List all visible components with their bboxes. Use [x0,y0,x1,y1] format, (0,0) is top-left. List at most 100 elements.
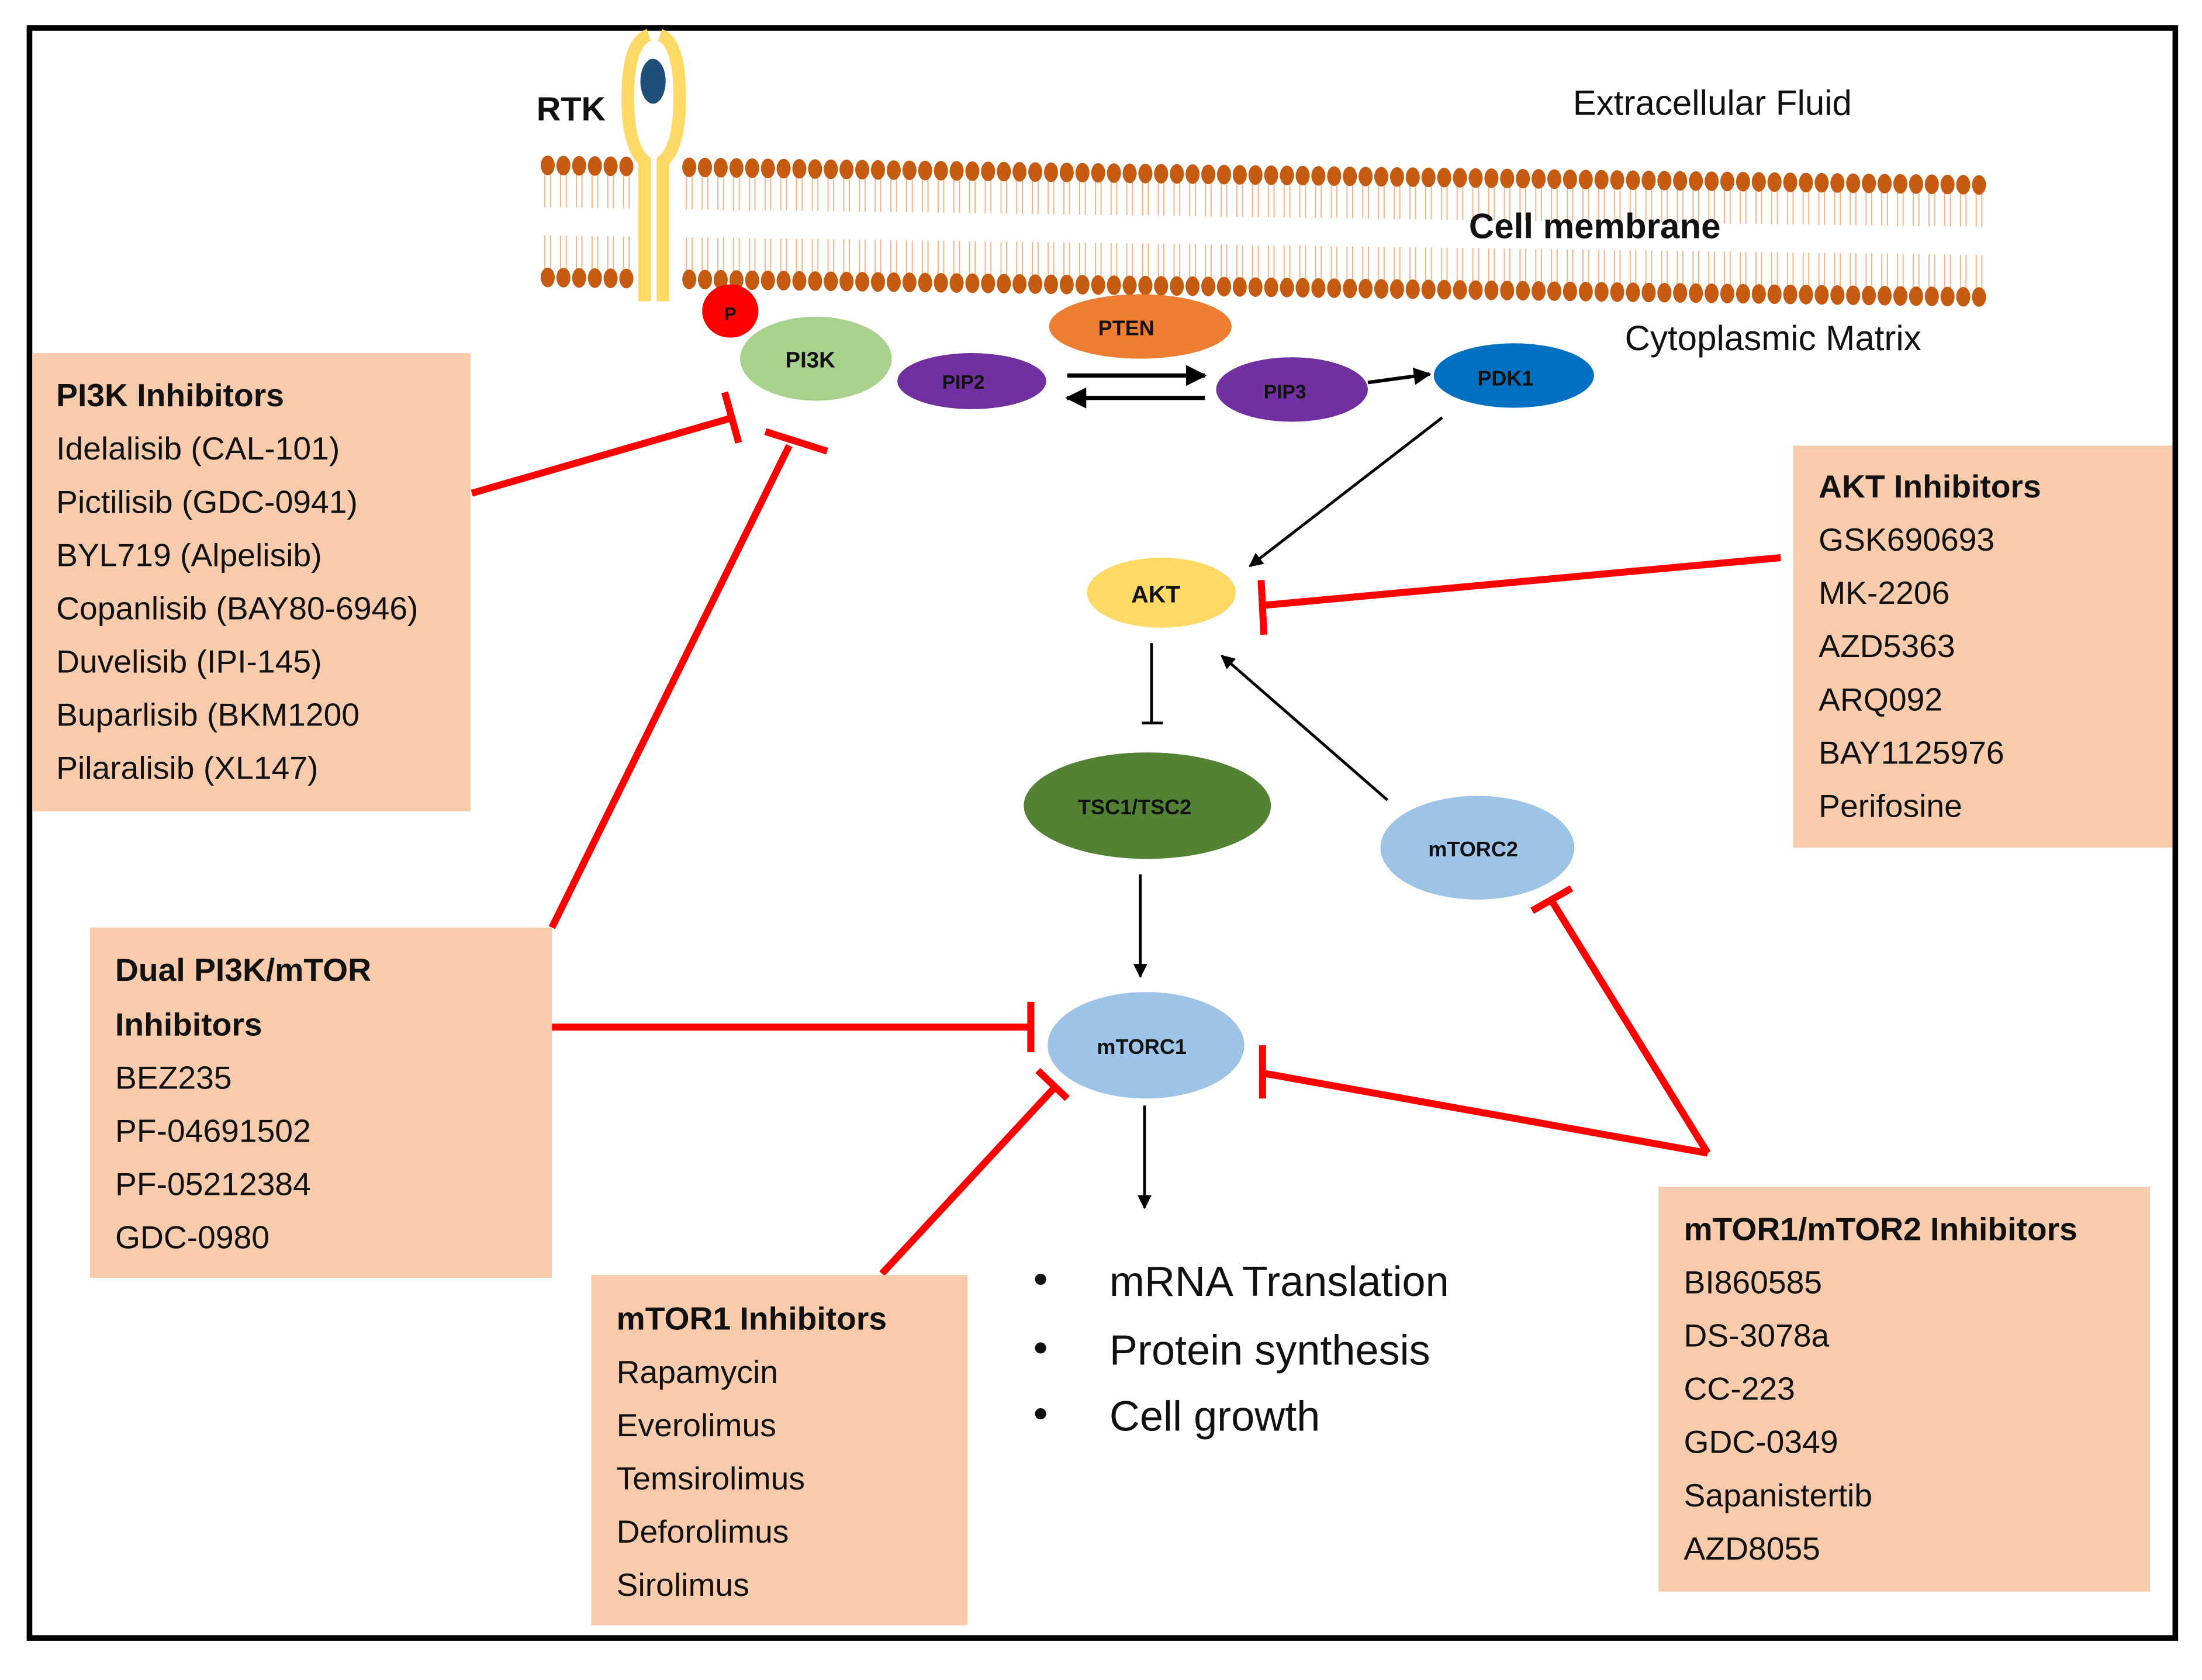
lipid-head [918,272,932,293]
lipid-head [1453,280,1467,300]
lipid-head [698,157,713,178]
lipid-head [855,272,870,292]
lipid-head [1280,278,1294,298]
mtor12-inhibitors-box[interactable]: mTOR1/mTOR2 Inhibitors BI860585 DS-3078a… [1658,1187,2151,1592]
node-pdk1[interactable]: PDK1 [1433,343,1594,408]
node-akt-label: AKT [1131,580,1180,607]
node-pip3[interactable]: PIP3 [1216,357,1368,422]
lipid-head [902,160,917,181]
lipid-head [1878,286,1892,306]
box-item: DS-3078a [1684,1318,1830,1354]
membrane-label: Cell membrane [1469,207,1721,246]
box-item: CC-223 [1684,1371,1795,1407]
lipid-head [1909,286,1923,306]
lipid-head [1154,164,1169,184]
lipid-head [1940,174,1955,195]
lipid-head [997,274,1011,294]
inhibit-line-mtor12-mtorc2 [1548,899,1711,1155]
lipid-head [1563,281,1577,302]
lipid-head [1673,171,1688,191]
node-mtorc2[interactable]: mTORC2 [1380,796,1575,900]
lipid-head [808,271,822,291]
lipid-head [745,270,759,291]
lipid-head [1138,275,1153,296]
box-item: Sapanistertib [1684,1477,1872,1513]
lipid-head [1138,164,1153,184]
node-pten[interactable]: PTEN [1049,294,1232,359]
dual-inhibitors-box[interactable]: Dual PI3K/mTOR Inhibitors BEZ235 PF-0469… [89,927,552,1278]
lipid-head [1972,287,1986,307]
lipid-head [1736,284,1750,304]
box-item: Sirolimus [617,1567,749,1603]
lipid-head [1389,279,1404,299]
inhibit-line-akt [1263,554,1781,609]
lipid-head [1830,285,1845,305]
lipid-head [949,273,964,293]
lipid-head [619,268,634,289]
box-item: PF-05212384 [115,1166,311,1202]
lipid-head [1720,284,1734,303]
lipid-head [1295,165,1310,186]
inhibit-line-mtor1 [879,1083,1059,1276]
lipid-head [540,267,555,288]
lipid-head [949,161,964,181]
lipid-head [1657,171,1672,191]
lipid-head [1972,175,1986,195]
lipid-head [870,160,886,180]
lipid-head [965,273,980,293]
node-akt[interactable]: AKT [1087,558,1236,628]
lipid-head [1657,282,1672,303]
lipid-head [1389,167,1404,187]
node-pten-label: PTEN [1098,316,1154,340]
cytoplasm-label: Cytoplasmic Matrix [1625,319,1921,358]
box-item: BAY1125976 [1819,734,2004,770]
node-p-label: P [724,303,737,324]
box-item: MK-2206 [1819,575,1949,611]
lipid-head [1626,282,1640,302]
lipid-head [1563,169,1577,189]
lipid-head [1358,278,1373,299]
inhibit-bar-pi3k-box [721,391,742,444]
lipid-head [1720,171,1734,192]
box-title: PI3K Inhibitors [56,377,284,413]
lipid-head [603,268,618,288]
node-tsc[interactable]: TSC1/TSC2 [1024,752,1271,859]
cell-membrane-bilayer [540,155,1986,307]
lipid-head [1075,275,1090,295]
akt-inhibitors-box[interactable]: AKT Inhibitors GSK690693 MK-2206 AZD5363… [1793,445,2173,848]
mtor1-inhibitors-box[interactable]: mTOR1 Inhibitors Rapamycin Everolimus Te… [591,1275,968,1626]
lipid-head [682,269,697,289]
box-item: PF-04691502 [115,1113,311,1149]
lipid-head [1122,163,1137,184]
lipid-head [1170,164,1184,184]
box-item: Duvelisib (IPI-145) [56,644,322,680]
activation-arrows [1065,365,1443,1209]
lipid-head [1091,275,1105,295]
box-title: mTOR1 Inhibitors [617,1301,887,1337]
lipid-head [1940,286,1955,307]
node-pi3k[interactable]: PI3K [740,316,892,401]
node-pip2[interactable]: PIP2 [897,353,1046,409]
lipid-head [760,158,775,178]
lipid-head [587,268,602,288]
pi3k-inhibitors-box[interactable]: PI3K Inhibitors Idelalisib (CAL-101) Pic… [32,353,471,811]
node-mtorc1[interactable]: mTORC1 [1048,992,1245,1099]
lipid-head [1358,167,1373,186]
box-item: GDC-0980 [115,1219,269,1256]
node-p[interactable]: P [702,284,759,338]
lipid-head [902,272,917,292]
inhibit-line-pi3k-box [471,414,734,497]
lipid-head [1767,284,1782,305]
lipid-head [1012,162,1027,182]
lipid-head [1264,277,1278,298]
lipid-head [1264,165,1278,185]
arrow-mtorc2-to-akt [1221,654,1389,801]
box-item: Pictilisib (GDC-0941) [56,483,358,520]
lipid-head [855,160,870,179]
lipid-head [572,155,586,176]
box-title: mTOR1/mTOR2 Inhibitors [1684,1211,2077,1247]
lipid-head [1295,278,1310,298]
lipid-head [1484,280,1499,300]
inhibition-lines [471,391,1781,1276]
inhibit-bar-akt [1257,580,1268,635]
